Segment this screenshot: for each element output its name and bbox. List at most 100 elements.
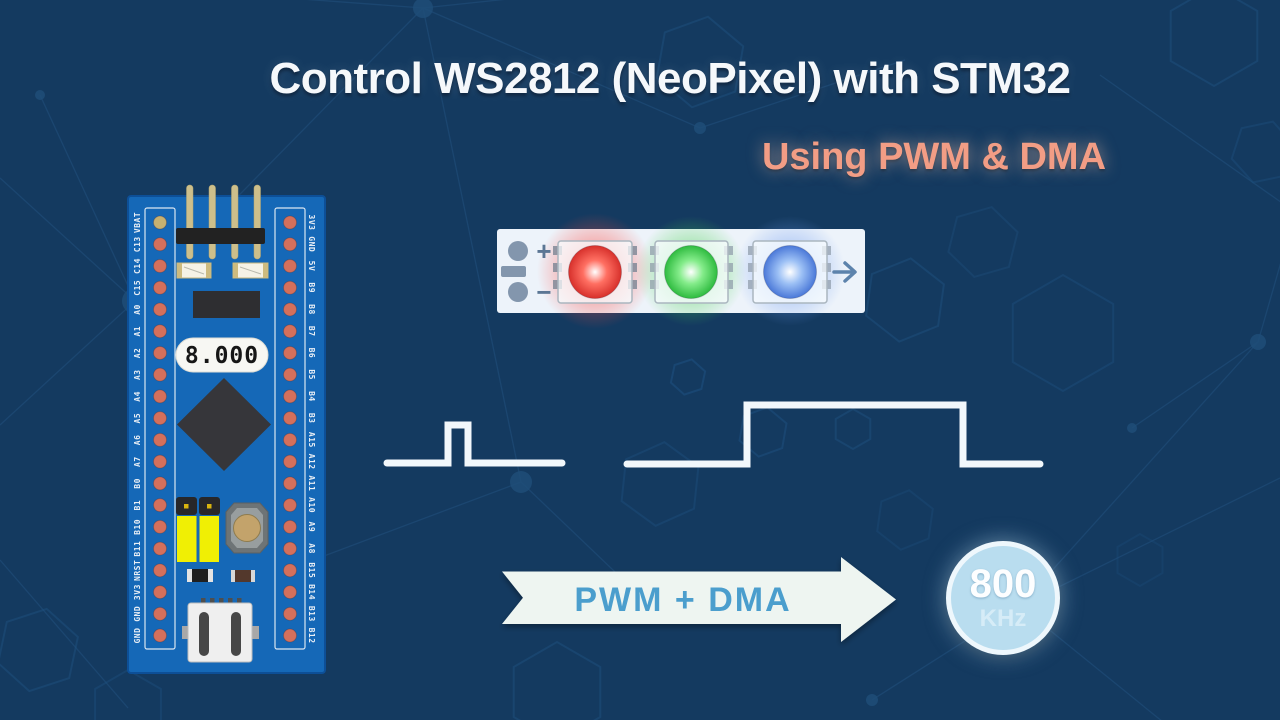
ws2812-led-strip: + − [497, 213, 865, 329]
pin-label: A10 [307, 497, 316, 513]
pin-pad [153, 411, 167, 426]
pin-label: B11 [133, 541, 142, 557]
pin-label: C14 [133, 258, 142, 274]
micro-usb-connector [182, 598, 259, 663]
pin-label: 3V3 [307, 215, 316, 231]
pin-pad [153, 280, 167, 295]
pin-label: B3 [307, 413, 316, 424]
plus-sign: + [536, 236, 551, 266]
pin-pad [153, 519, 167, 534]
pin-pad [153, 476, 167, 491]
pin-pad [283, 498, 297, 513]
pin-label: 3V3 [133, 584, 142, 600]
pin-label: B1 [133, 500, 142, 511]
pin-label: B13 [307, 606, 316, 622]
pin-pad [283, 454, 297, 469]
pin-pad [153, 389, 167, 404]
pin-label: GND [133, 628, 142, 644]
reset-button [225, 502, 269, 554]
pin-pad [153, 215, 167, 230]
pin-label: B6 [307, 348, 316, 359]
pin-pad [153, 454, 167, 469]
strip-input-pads: + − [501, 236, 552, 307]
boot-jumpers [176, 497, 220, 562]
crystal-frequency-label: 8.000 [185, 343, 259, 369]
pin-pad [153, 541, 167, 556]
pin-label: B12 [307, 628, 316, 644]
pin-pad [153, 585, 167, 600]
pin-pad [283, 432, 297, 447]
pin-label: A9 [307, 522, 316, 533]
pin-pad [153, 302, 167, 317]
pin-label: B9 [307, 282, 316, 293]
stm32-bluepill-board: 8.000 [127, 184, 326, 674]
left-pin-column: VBATC13C14C15A0A1A2A3A4A5A6A7B0B1B10B11N… [133, 212, 167, 644]
pin-pad [153, 432, 167, 447]
right-pin-rail [274, 207, 306, 650]
pin-label: A12 [307, 454, 316, 470]
smd-resistors [187, 569, 255, 582]
frequency-value: 800 [969, 561, 1037, 606]
pin-pad [153, 628, 167, 643]
frequency-unit: KHz [979, 604, 1027, 632]
pin-label: B4 [307, 391, 316, 402]
pin-label: A6 [133, 435, 142, 446]
pin-pad [283, 324, 297, 339]
pin-label: B5 [307, 369, 316, 380]
pin-label: C13 [133, 236, 142, 252]
frequency-badge: 800 KHz [946, 541, 1060, 655]
pin-label: B8 [307, 304, 316, 315]
pin-label: VBAT [133, 212, 142, 233]
flow-arrow: PWM + DMA [502, 557, 896, 642]
pin-label: GND [307, 236, 316, 252]
page-title: Control WS2812 (NeoPixel) with STM32 [269, 54, 1071, 103]
pwm-one-bit-pulse [623, 401, 1044, 468]
minus-sign: − [536, 277, 551, 307]
pin-label: A4 [133, 391, 142, 402]
pin-pad [283, 606, 297, 621]
pwm-waveform [383, 401, 1044, 468]
pin-pad [283, 215, 297, 230]
left-pin-rail [144, 207, 176, 650]
pin-label: GND [133, 606, 142, 622]
arrow-banner [502, 557, 896, 642]
right-pin-column: 3V3GND5VB9B8B7B6B5B4B3A15A12A11A10A9A8B1… [283, 215, 316, 644]
pin-label: 5V [307, 261, 316, 272]
pin-label: B14 [307, 584, 316, 600]
pin-pad [283, 476, 297, 491]
pin-label: A11 [307, 475, 316, 491]
pin-label: B0 [133, 478, 142, 489]
pin-label: A15 [307, 432, 316, 448]
pin-pad [153, 258, 167, 273]
pin-label: A0 [133, 304, 142, 315]
pin-pad [283, 367, 297, 382]
pin-label: NRST [133, 560, 142, 581]
blue-led [748, 240, 831, 304]
red-led [553, 240, 637, 304]
pwm-zero-bit-pulse [383, 421, 566, 467]
pin-pad [283, 519, 297, 534]
mcu-chip-diamond [177, 378, 271, 471]
header-pins [176, 184, 265, 260]
pin-pad [283, 302, 297, 317]
pin-pad [153, 345, 167, 360]
pin-pad [283, 563, 297, 578]
pin-label: A1 [133, 326, 142, 337]
pin-pad [153, 237, 167, 252]
pin-label: A8 [307, 543, 316, 554]
pin-pad [283, 345, 297, 360]
pin-label: A5 [133, 413, 142, 424]
pin-label: B15 [307, 562, 316, 578]
pin-pad [283, 628, 297, 643]
page-subtitle: Using PWM & DMA [761, 136, 1107, 178]
green-led [650, 240, 733, 304]
pin-pad [153, 563, 167, 578]
pin-pad [283, 585, 297, 600]
pin-pad [153, 324, 167, 339]
pin-pad [283, 258, 297, 273]
pin-label: A7 [133, 456, 142, 467]
pin-pad [283, 389, 297, 404]
pin-pad [283, 411, 297, 426]
smd-components [176, 262, 269, 279]
